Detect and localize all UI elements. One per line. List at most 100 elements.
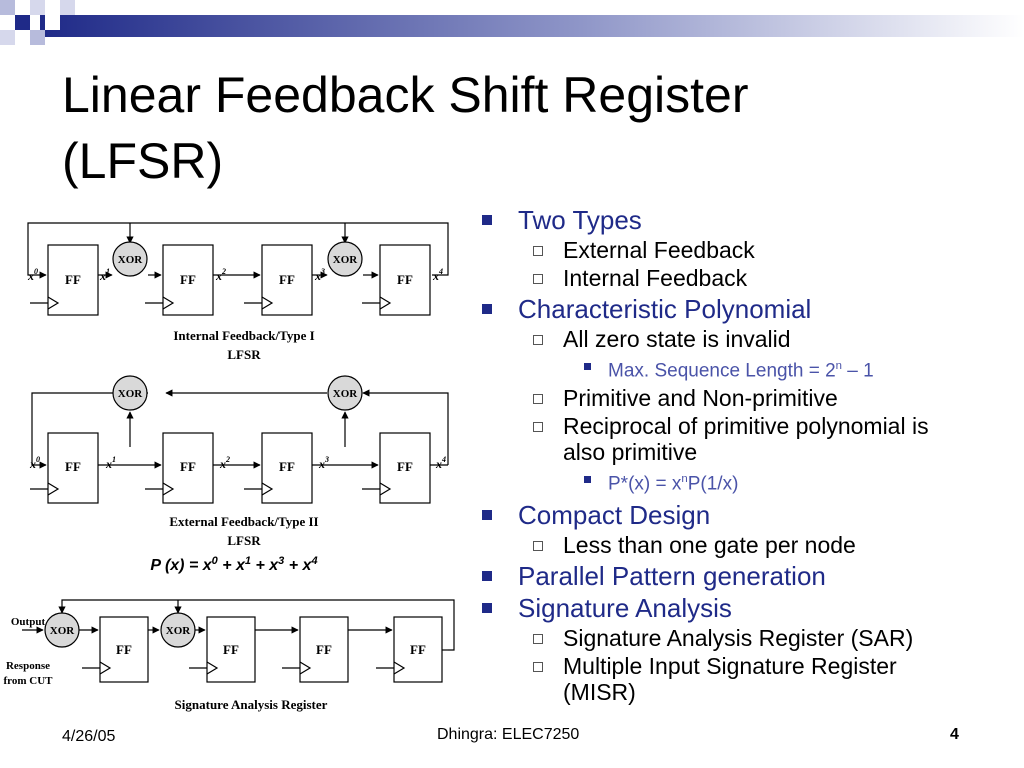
sar-xor-gate: [160, 612, 196, 648]
type2-var-x0: x0: [29, 455, 40, 471]
type2-var-x4: x4: [435, 455, 446, 471]
sar-circuit: [22, 599, 455, 683]
clock-triangle: [99, 661, 112, 675]
header-square: [45, 15, 60, 30]
type2-caption: External Feedback/Type II: [169, 514, 318, 529]
bullet-internal-feedback: Internal Feedback: [480, 265, 1000, 291]
ff-label: FF: [65, 459, 81, 474]
ff-label: FF: [65, 272, 81, 287]
type1-var-x2: x2: [215, 267, 226, 283]
sar-ff: [206, 616, 256, 683]
bullet-compact: Compact Design: [480, 499, 1000, 531]
type1-xor-gate: [327, 241, 363, 277]
clock-triangle: [162, 482, 175, 496]
square-bullet-icon: [482, 509, 492, 520]
type1-ff: [47, 244, 99, 316]
bullet-misr: Multiple Input Signature Register(MISR): [480, 653, 1000, 705]
type2-caption: LFSR: [227, 533, 261, 548]
type2-var-x3: x3: [318, 455, 329, 471]
sar-xor-gate: [44, 612, 80, 648]
type1-var-x4: x4: [432, 267, 443, 283]
clock-triangle: [393, 661, 406, 675]
type2-ff: [162, 432, 214, 504]
hollow-square-bullet-icon: [533, 633, 543, 644]
square-bullet-icon: [482, 602, 492, 613]
type2-ff: [47, 432, 99, 504]
bullet-external-feedback: External Feedback: [480, 237, 1000, 263]
clock-triangle: [261, 482, 274, 496]
clock-triangle: [379, 296, 392, 310]
sar-caption: Signature Analysis Register: [175, 697, 328, 712]
ff-label: FF: [410, 642, 426, 657]
title-line-2: (LFSR): [62, 133, 224, 189]
type2-feedback-wire: [362, 389, 449, 465]
bullet-char-poly: Characteristic Polynomial: [480, 293, 1000, 325]
type1-caption: Internal Feedback/Type I: [173, 328, 314, 343]
type1-feedback-wire: [27, 222, 449, 279]
xor-label: XOR: [50, 625, 76, 637]
type2-lfsr: [30, 375, 449, 504]
type1-lfsr: [27, 222, 449, 316]
sar-ff: [99, 616, 149, 683]
type1-ff: [379, 244, 431, 316]
bullet-parallel: Parallel Pattern generation: [480, 560, 1000, 592]
xor-label: XOR: [333, 388, 359, 400]
bullet-signature: Signature Analysis: [480, 592, 1000, 624]
hollow-square-bullet-icon: [533, 422, 543, 433]
footer-date: 4/26/05: [62, 728, 116, 745]
type2-ff: [261, 432, 313, 504]
header-square: [0, 30, 15, 45]
type1-var-x3: x3: [314, 267, 325, 283]
clock-triangle: [261, 296, 274, 310]
sar-input-label: Output: [11, 616, 46, 628]
clock-triangle: [47, 482, 60, 496]
type1-ff: [162, 244, 214, 316]
sar-feedback-wire: [58, 599, 455, 651]
header-decoration: [0, 0, 1024, 45]
bullet-primitive: Primitive and Non-primitive: [480, 385, 1000, 411]
bullet-less-gate: Less than one gate per node: [480, 532, 1000, 558]
type1-caption: LFSR: [227, 347, 261, 362]
slide-number: 4: [950, 726, 959, 743]
clock-triangle: [47, 296, 60, 310]
clock-triangle: [299, 661, 312, 675]
bullet-list: Two Types External Feedback Internal Fee…: [480, 204, 1000, 707]
ff-label: FF: [279, 459, 295, 474]
type1-xor-gate: [112, 241, 148, 277]
hollow-square-bullet-icon: [533, 246, 543, 256]
xor-label: XOR: [333, 254, 359, 266]
ff-label: FF: [180, 459, 196, 474]
type2-ff: [379, 432, 431, 504]
header-square: [60, 0, 75, 15]
clock-triangle: [379, 482, 392, 496]
bullet-max-seq: Max. Sequence Length = 2n – 1: [480, 354, 1000, 383]
ff-label: FF: [316, 642, 332, 657]
header-square: [30, 0, 45, 15]
header-square: [0, 0, 15, 15]
type2-var-x1: x1: [105, 455, 116, 471]
header-square: [15, 15, 30, 30]
hollow-square-bullet-icon: [533, 540, 543, 551]
type1-var-x0: x0: [27, 267, 38, 283]
sar-ff: [299, 616, 349, 683]
sar-input-label: Response: [6, 660, 50, 672]
hollow-square-bullet-icon: [533, 661, 543, 672]
characteristic-polynomial: P (x) = x0 + x1 + x3 + x4: [150, 555, 317, 574]
xor-label: XOR: [166, 625, 192, 637]
ff-label: FF: [116, 642, 132, 657]
bullet-sar: Signature Analysis Register (SAR): [480, 625, 1000, 651]
xor-label: XOR: [118, 254, 144, 266]
slide-title: Linear Feedback Shift Register (LFSR): [62, 62, 962, 194]
type2-xor-gate: [327, 375, 363, 411]
type1-ff: [261, 244, 313, 316]
ff-label: FF: [397, 459, 413, 474]
bullet-two-types: Two Types: [480, 204, 1000, 236]
type2-xor-gate: [112, 375, 148, 411]
square-bullet-icon: [482, 570, 492, 581]
title-line-1: Linear Feedback Shift Register: [62, 67, 749, 123]
header-square: [30, 30, 45, 45]
hollow-square-bullet-icon: [533, 335, 543, 345]
small-square-bullet-icon: [584, 363, 591, 370]
bullet-pstar: P*(x) = xnP(1/x): [480, 467, 1000, 496]
